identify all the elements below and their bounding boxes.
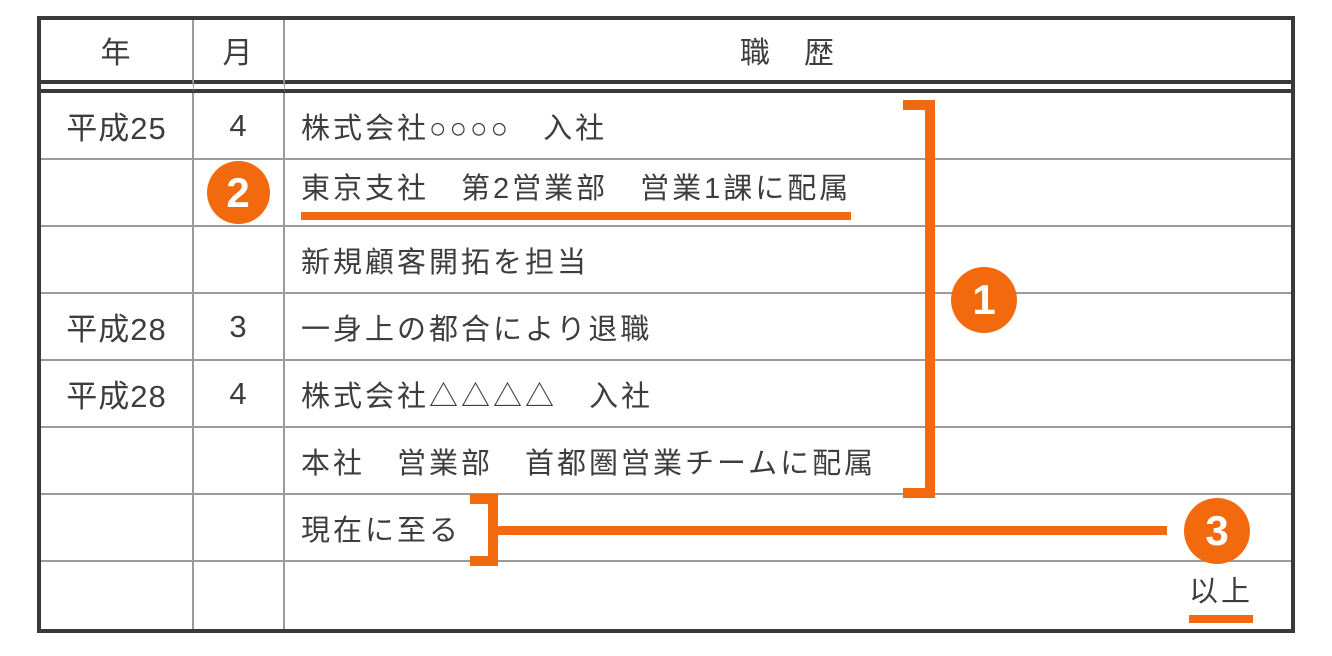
history-text: 新規顧客開拓を担当 bbox=[301, 246, 590, 279]
header-month-label: 月 bbox=[222, 37, 255, 70]
table-row-4-month: 3 bbox=[194, 294, 285, 361]
annotation-bracket-1 bbox=[903, 100, 935, 498]
header-year-label: 年 bbox=[100, 37, 133, 70]
table-row-7-month bbox=[194, 495, 285, 562]
history-text: 株式会社△△△△ 入社 bbox=[301, 380, 654, 413]
history-text: 株式会社○○○○ 入社 bbox=[301, 112, 608, 145]
table-row-1-history: 株式会社○○○○ 入社 bbox=[285, 93, 1291, 160]
table-row-1-year: 平成25 bbox=[41, 93, 194, 160]
table-row-8-history: 以上 bbox=[285, 562, 1291, 629]
history-text: 一身上の都合により退職 bbox=[301, 313, 653, 346]
month-value: 4 bbox=[229, 107, 248, 143]
table-row-2-month: 2 bbox=[194, 160, 285, 227]
history-text-underlined: 東京支社 第2営業部 営業1課に配属 bbox=[301, 165, 852, 220]
badge-number: 3 bbox=[1205, 507, 1229, 554]
work-history-table: 年 月 職 歴 平成25 4 株式会社○○○○ 入社 2 東京支社 第2営業部 … bbox=[37, 16, 1295, 633]
history-text: 本社 営業部 首都圏営業チームに配属 bbox=[301, 447, 877, 480]
year-value: 平成28 bbox=[66, 312, 167, 347]
table-row-4-history: 一身上の都合により退職 bbox=[285, 294, 1291, 361]
table-row-3-year bbox=[41, 227, 194, 294]
badge-number: 1 bbox=[972, 276, 996, 323]
table-row-6-year bbox=[41, 428, 194, 495]
header-history-label: 職 歴 bbox=[740, 37, 836, 70]
annotation-badge-1: 1 bbox=[951, 267, 1017, 333]
header-month: 月 bbox=[194, 20, 285, 93]
month-value: 4 bbox=[229, 375, 248, 411]
table-row-5-history: 株式会社△△△△ 入社 bbox=[285, 361, 1291, 428]
table-row-8-year bbox=[41, 562, 194, 629]
history-text: 現在に至る bbox=[301, 514, 462, 547]
table-row-6-history: 本社 営業部 首都圏営業チームに配属 bbox=[285, 428, 1291, 495]
table-row-5-month: 4 bbox=[194, 361, 285, 428]
annotation-badge-3: 3 bbox=[1184, 498, 1250, 564]
table-row-2-history: 東京支社 第2営業部 営業1課に配属 bbox=[285, 160, 1291, 227]
closing-text-underlined: 以上 bbox=[1188, 568, 1253, 623]
annotation-badge-2: 2 bbox=[207, 161, 270, 224]
header-year: 年 bbox=[41, 20, 194, 93]
year-value: 平成28 bbox=[66, 379, 167, 414]
annotation-connector-line bbox=[497, 526, 1167, 535]
table-row-8-month bbox=[194, 562, 285, 629]
table-row-6-month bbox=[194, 428, 285, 495]
table-row-1-month: 4 bbox=[194, 93, 285, 160]
table-row-3-month bbox=[194, 227, 285, 294]
year-value: 平成25 bbox=[66, 111, 167, 146]
table-row-3-history: 新規顧客開拓を担当 bbox=[285, 227, 1291, 294]
table-row-7-history: 現在に至る bbox=[285, 495, 1291, 562]
header-history: 職 歴 bbox=[285, 20, 1291, 93]
badge-number: 2 bbox=[226, 168, 251, 216]
table-row-4-year: 平成28 bbox=[41, 294, 194, 361]
table-row-7-year bbox=[41, 495, 194, 562]
table-row-2-year bbox=[41, 160, 194, 227]
table-row-5-year: 平成28 bbox=[41, 361, 194, 428]
annotation-bracket-3 bbox=[470, 494, 498, 566]
month-value: 3 bbox=[229, 308, 248, 344]
